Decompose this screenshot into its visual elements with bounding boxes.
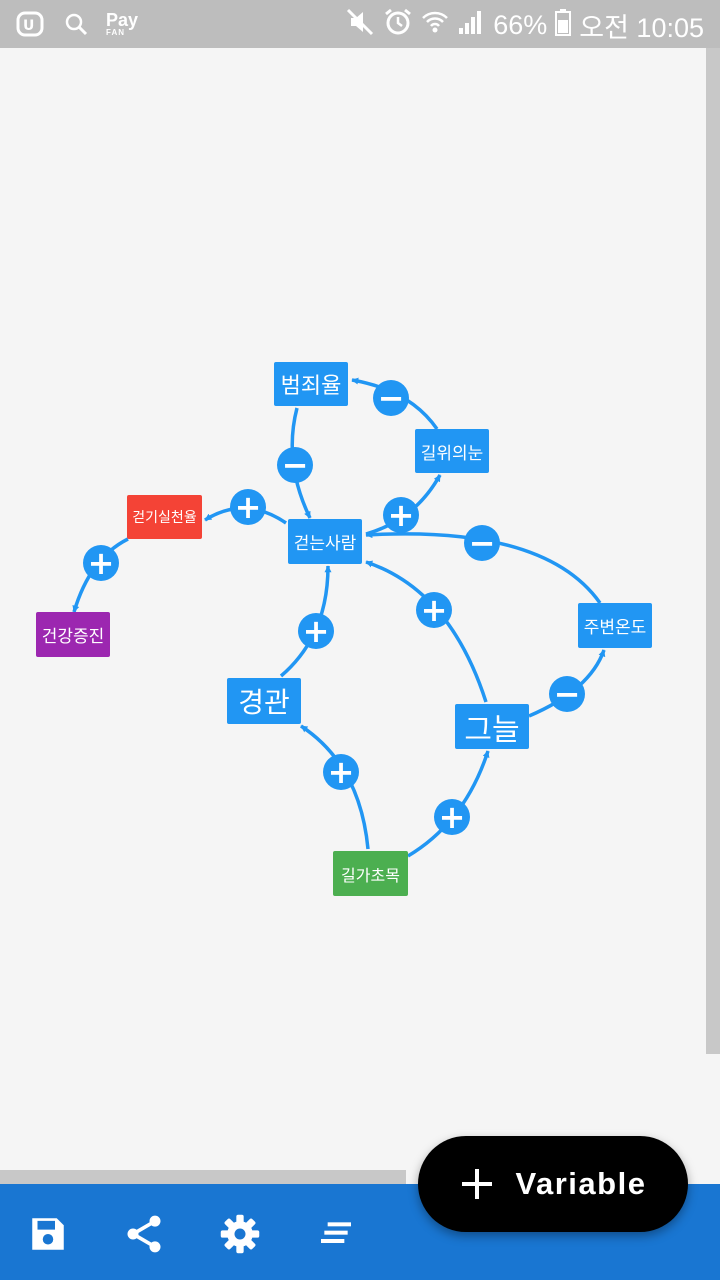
polarity-badge-circle	[383, 497, 419, 533]
battery-percent: 66%	[493, 10, 548, 40]
polarity-badge-circle	[434, 799, 470, 835]
polarity-badge[interactable]: −	[277, 446, 313, 484]
polarity-sign: +	[328, 753, 355, 791]
svg-text:U: U	[23, 18, 34, 34]
node-temperature[interactable]: 주변온도	[578, 603, 652, 648]
battery-icon	[555, 8, 572, 43]
polarity-sign: +	[439, 798, 466, 836]
add-variable-button[interactable]: Variable	[418, 1136, 688, 1232]
polarity-badge-circle	[549, 676, 585, 712]
save-icon	[32, 1218, 64, 1250]
settings-icon	[220, 1214, 260, 1254]
vertical-scrollbar[interactable]	[706, 48, 720, 1054]
pay-label: Pay	[106, 10, 139, 30]
node-eyes[interactable]: 길위의눈	[415, 429, 489, 473]
add-variable-label: Variable	[515, 1166, 647, 1201]
node-shade[interactable]: 그늘	[455, 704, 529, 749]
polarity-badge-circle	[298, 613, 334, 649]
share-icon	[127, 1215, 161, 1253]
polarity-badge[interactable]: −	[373, 379, 409, 417]
signal-icon	[457, 8, 485, 43]
polarity-badge[interactable]: +	[434, 798, 470, 836]
node-scenery[interactable]: 경관	[227, 678, 301, 724]
polarity-badge[interactable]: +	[83, 544, 119, 582]
node-crime[interactable]: 범죄율	[274, 362, 348, 406]
alarm-icon	[383, 7, 413, 44]
sort-button[interactable]	[312, 1210, 360, 1258]
polarity-badge[interactable]: +	[323, 753, 359, 791]
u-plus-icon: U	[14, 8, 46, 40]
polarity-badge[interactable]: +	[416, 591, 452, 629]
link-shade-to-walkers[interactable]	[365, 560, 488, 703]
pay-sub-label: FAN	[106, 28, 125, 37]
wifi-icon	[421, 8, 449, 43]
polarity-badge[interactable]: +	[230, 488, 266, 526]
polarity-badge[interactable]: −	[464, 524, 500, 562]
pay-fan-icon: Pay FAN	[106, 11, 138, 37]
link-temperature-to-walkers[interactable]	[365, 531, 602, 605]
polarity-sign: +	[88, 544, 115, 582]
polarity-badge-circle	[323, 754, 359, 790]
polarity-sign: +	[388, 496, 415, 534]
polarity-sign: −	[469, 524, 496, 562]
polarity-badge-circle	[83, 545, 119, 581]
polarity-sign: +	[303, 612, 330, 650]
status-bar: U Pay FAN 66% 오전 10:05	[0, 0, 720, 48]
polarity-badge-circle	[416, 592, 452, 628]
polarity-sign: +	[235, 488, 262, 526]
polarity-sign: −	[554, 675, 581, 713]
polarity-sign: −	[378, 379, 405, 417]
clock-time: 오전 10:05	[579, 13, 704, 43]
polarity-badge[interactable]: +	[383, 496, 419, 534]
horizontal-scrollbar[interactable]	[0, 1170, 406, 1184]
plus-icon	[461, 1169, 492, 1199]
settings-button[interactable]	[216, 1210, 264, 1258]
polarity-badge-circle	[277, 447, 313, 483]
node-walkers[interactable]: 걷는사람	[288, 519, 362, 564]
polarity-badge[interactable]: −	[549, 675, 585, 713]
node-walking[interactable]: 걷기실천율	[127, 495, 202, 539]
polarity-badge-circle	[464, 525, 500, 561]
search-icon	[60, 8, 92, 40]
save-button[interactable]	[24, 1210, 72, 1258]
share-button[interactable]	[120, 1210, 168, 1258]
polarity-sign: +	[421, 591, 448, 629]
polarity-badge-circle	[230, 489, 266, 525]
sort-icon	[321, 1222, 351, 1243]
mute-icon	[345, 7, 375, 44]
node-trees[interactable]: 길가초목	[333, 851, 408, 896]
polarity-badge[interactable]: +	[298, 612, 334, 650]
node-health[interactable]: 건강증진	[36, 612, 110, 657]
polarity-sign: −	[282, 446, 309, 484]
polarity-badge-circle	[373, 380, 409, 416]
